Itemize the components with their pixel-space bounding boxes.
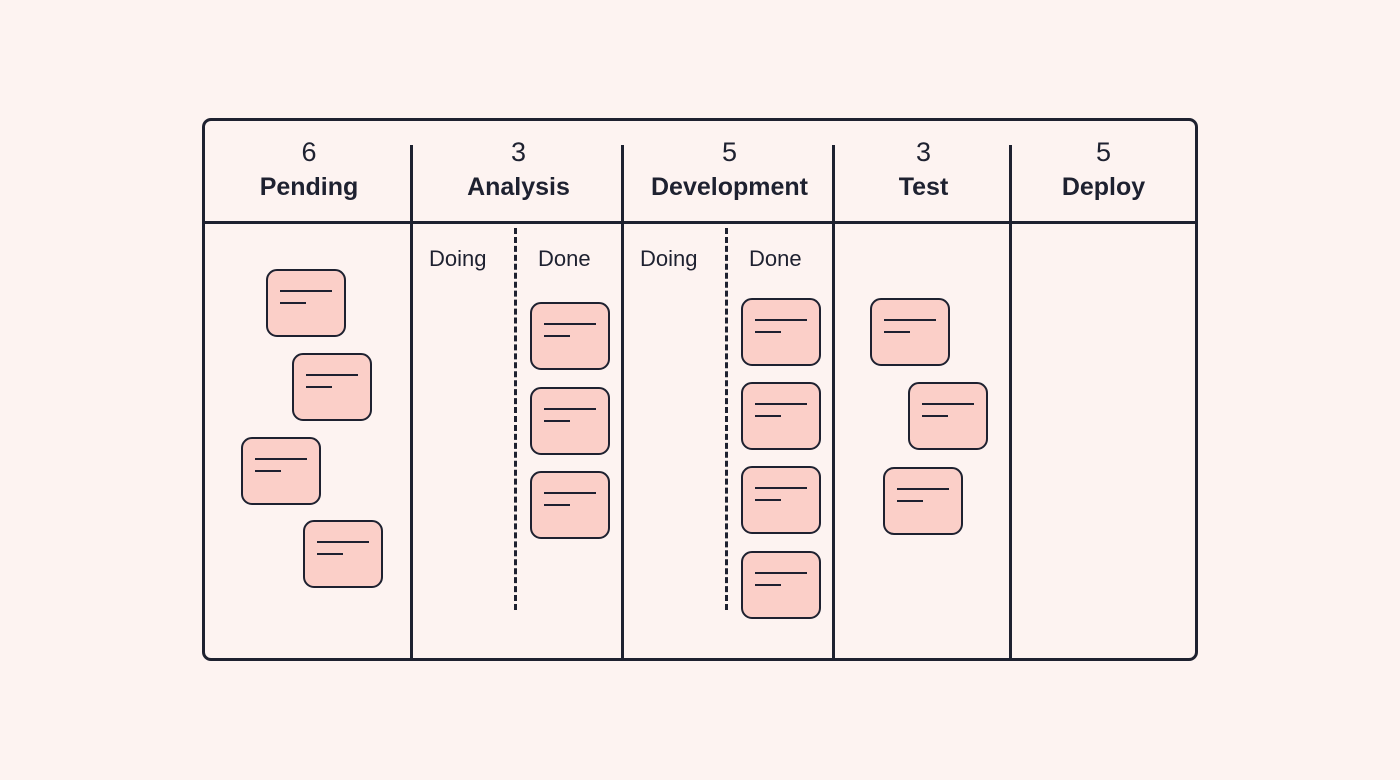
- subcolumn-label-analysis-done: Done: [538, 246, 591, 271]
- card-line-secondary: [544, 335, 570, 337]
- card-line-secondary: [922, 415, 948, 417]
- task-card[interactable]: [266, 269, 346, 337]
- card-line-primary: [755, 572, 807, 574]
- card-line-primary: [306, 374, 358, 376]
- column-title-analysis: Analysis: [467, 173, 570, 201]
- column-count-deploy: 5: [1095, 137, 1112, 167]
- task-card[interactable]: [241, 437, 321, 505]
- column-header-deploy[interactable]: 5 Deploy: [1012, 121, 1195, 221]
- card-line-secondary: [884, 331, 910, 333]
- column-title-development: Development: [651, 173, 808, 201]
- task-card[interactable]: [530, 471, 610, 539]
- card-line-secondary: [897, 500, 923, 502]
- subcolumn-label-analysis-doing: Doing: [429, 246, 487, 271]
- board-header: 6 Pending 3 Analysis 5 Development 3 Tes…: [205, 121, 1195, 224]
- task-card[interactable]: [908, 382, 988, 450]
- card-line-secondary: [755, 331, 781, 333]
- card-line-secondary: [755, 415, 781, 417]
- column-header-analysis[interactable]: 3 Analysis: [413, 121, 624, 221]
- card-line-secondary: [306, 386, 332, 388]
- card-line-primary: [755, 487, 807, 489]
- column-divider-analysis-development: [621, 145, 624, 658]
- subcolumn-label-development-doing: Doing: [640, 246, 698, 271]
- task-card[interactable]: [741, 551, 821, 619]
- task-card[interactable]: [883, 467, 963, 535]
- column-count-pending: 6: [301, 137, 317, 167]
- task-card[interactable]: [870, 298, 950, 366]
- column-divider-pending-analysis: [410, 145, 413, 658]
- subcolumn-divider-development: [725, 228, 728, 610]
- column-count-analysis: 3: [510, 137, 527, 167]
- column-title-pending: Pending: [259, 173, 359, 201]
- card-line-secondary: [755, 584, 781, 586]
- task-card[interactable]: [741, 466, 821, 534]
- column-header-development[interactable]: 5 Development: [624, 121, 835, 221]
- task-card[interactable]: [741, 298, 821, 366]
- column-title-test: Test: [898, 173, 949, 201]
- column-divider-test-deploy: [1009, 145, 1012, 658]
- column-header-pending[interactable]: 6 Pending: [205, 121, 413, 221]
- column-count-test: 3: [915, 137, 932, 167]
- task-card[interactable]: [530, 302, 610, 370]
- card-line-secondary: [255, 470, 281, 472]
- column-title-deploy: Deploy: [1061, 173, 1146, 201]
- card-line-primary: [755, 403, 807, 405]
- card-line-secondary: [544, 504, 570, 506]
- card-line-primary: [897, 488, 949, 490]
- card-line-primary: [544, 323, 596, 325]
- subcolumn-divider-analysis: [514, 228, 517, 610]
- column-divider-development-test: [832, 145, 835, 658]
- subcolumn-label-development-done: Done: [749, 246, 802, 271]
- card-line-primary: [280, 290, 332, 292]
- card-line-secondary: [755, 499, 781, 501]
- task-card[interactable]: [530, 387, 610, 455]
- task-card[interactable]: [292, 353, 372, 421]
- task-card[interactable]: [303, 520, 383, 588]
- card-line-secondary: [280, 302, 306, 304]
- kanban-board: 6 Pending 3 Analysis 5 Development 3 Tes…: [202, 118, 1198, 661]
- card-line-secondary: [544, 420, 570, 422]
- column-count-development: 5: [721, 137, 738, 167]
- card-line-primary: [544, 492, 596, 494]
- card-line-secondary: [317, 553, 343, 555]
- board-body: Doing Done Doing Done: [205, 224, 1195, 658]
- card-line-primary: [922, 403, 974, 405]
- card-line-primary: [755, 319, 807, 321]
- card-line-primary: [255, 458, 307, 460]
- task-card[interactable]: [741, 382, 821, 450]
- column-header-test[interactable]: 3 Test: [835, 121, 1012, 221]
- card-line-primary: [884, 319, 936, 321]
- card-line-primary: [317, 541, 369, 543]
- card-line-primary: [544, 408, 596, 410]
